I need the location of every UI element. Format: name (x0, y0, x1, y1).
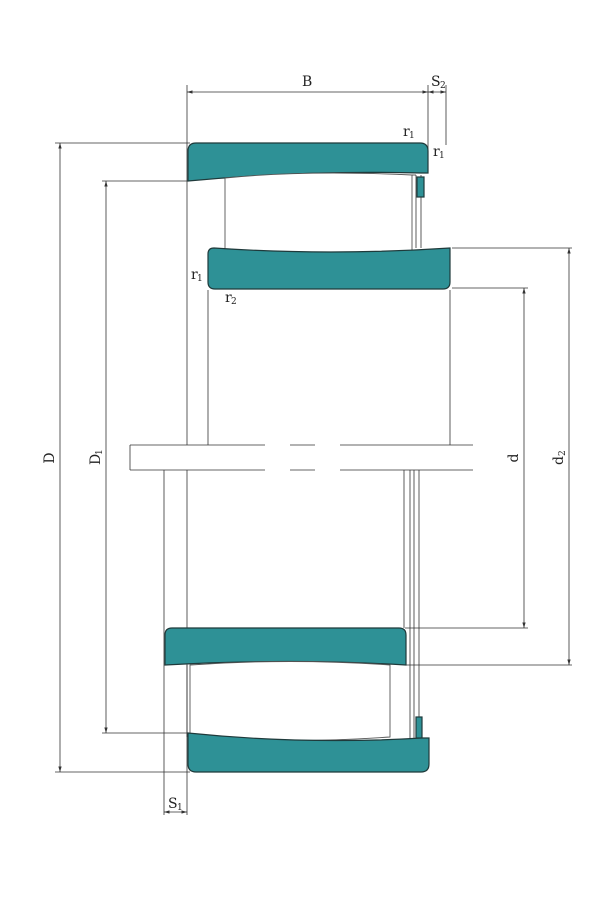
label-r1-right: r 1 (433, 144, 445, 161)
svg-text:1: 1 (177, 803, 183, 813)
lower-snap-ring (415, 716, 423, 739)
upper-inner-ring (207, 247, 451, 290)
label-d: d (506, 453, 522, 462)
label-S2: S 2 (431, 74, 446, 91)
extension-lines (55, 85, 572, 815)
svg-text:1: 1 (95, 449, 105, 455)
label-r1-left: r 1 (191, 267, 203, 284)
svg-text:2: 2 (440, 81, 446, 91)
svg-text:2: 2 (231, 297, 237, 307)
svg-text:1: 1 (409, 131, 415, 141)
label-d2: d 2 (551, 450, 568, 465)
lower-roller (186, 470, 420, 741)
label-D1: D 1 (88, 449, 105, 465)
svg-text:r: r (403, 124, 410, 140)
label-r2: r 2 (225, 290, 237, 307)
svg-text:r: r (225, 290, 232, 306)
svg-text:1: 1 (197, 274, 203, 284)
lower-outer-ring (187, 732, 430, 773)
dimension-lines (58, 90, 571, 814)
svg-text:D: D (88, 454, 104, 465)
label-r1-top: r 1 (403, 124, 415, 141)
svg-text:r: r (191, 267, 198, 283)
lower-inner-ring (164, 627, 407, 666)
svg-text:2: 2 (558, 450, 568, 456)
svg-text:S: S (168, 796, 178, 812)
upper-snap-ring (416, 176, 425, 198)
svg-text:S: S (431, 74, 441, 90)
label-B: B (302, 74, 312, 90)
svg-text:r: r (433, 144, 440, 160)
svg-text:D: D (42, 452, 58, 463)
label-D: D (42, 452, 58, 463)
svg-text:d: d (506, 453, 522, 462)
label-S1: S 1 (168, 796, 183, 813)
center-axis (129, 444, 473, 471)
svg-text:1: 1 (439, 151, 445, 161)
upper-roller (224, 172, 422, 253)
svg-text:d: d (551, 456, 567, 465)
